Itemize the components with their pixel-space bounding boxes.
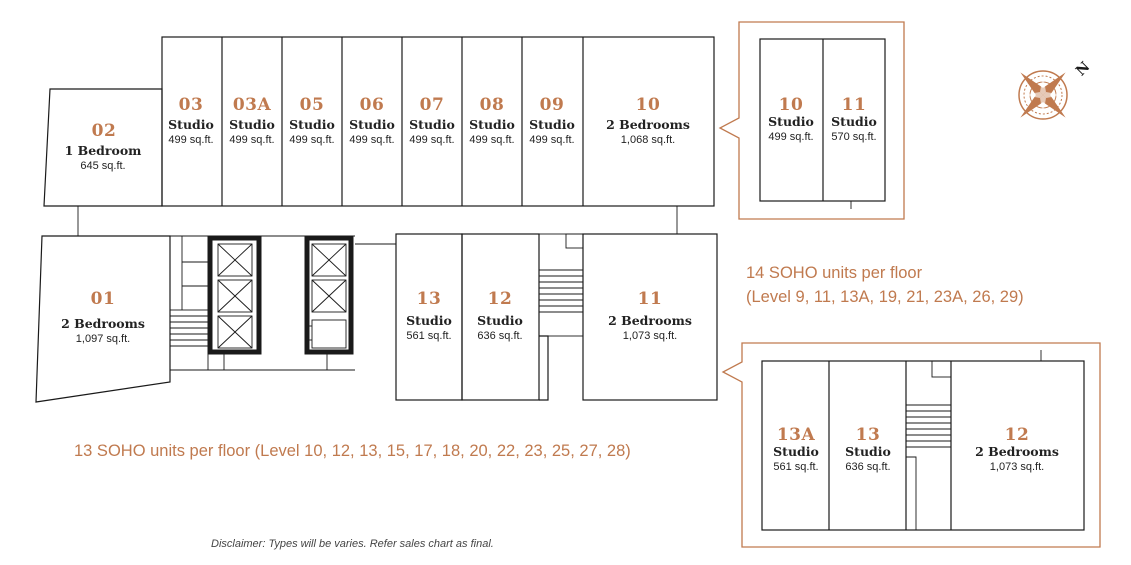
unit-area: 570 sq.ft. <box>831 131 876 143</box>
unit-area: 636 sq.ft. <box>845 461 890 473</box>
unit-type: Studio <box>168 117 214 132</box>
core-area <box>169 235 396 371</box>
unit-number: 13A <box>777 425 816 445</box>
unit-area: 499 sq.ft. <box>768 131 813 143</box>
unit-type: Studio <box>529 117 575 132</box>
unit-number: 05 <box>300 95 325 115</box>
unit-number: 13 <box>417 289 442 309</box>
top-units-outline <box>161 36 715 207</box>
unit-area: 499 sq.ft. <box>529 134 574 146</box>
unit-area: 499 sq.ft. <box>469 134 514 146</box>
unit-type: 1 Bedroom <box>65 143 142 158</box>
unit-type: Studio <box>773 444 819 459</box>
unit-number: 08 <box>480 95 505 115</box>
unit-area: 636 sq.ft. <box>477 330 522 342</box>
unit-type: 2 Bedrooms <box>608 313 692 328</box>
unit-area: 561 sq.ft. <box>406 330 451 342</box>
inset-top-unit-10: 10 Studio 499 sq.ft. <box>768 95 814 143</box>
inset-bottom-callout <box>721 342 1101 548</box>
unit-area: 499 sq.ft. <box>409 134 454 146</box>
disclaimer: Disclaimer: Types will be varies. Refer … <box>211 538 494 550</box>
unit-label-03: 03 Studio 499 sq.ft. <box>168 95 214 146</box>
unit-area: 499 sq.ft. <box>168 134 213 146</box>
unit-label-06: 06 Studio 499 sq.ft. <box>349 95 395 146</box>
unit-type: 2 Bedrooms <box>61 316 145 331</box>
unit-number: 12 <box>488 289 513 309</box>
unit-type: Studio <box>469 117 515 132</box>
caption-13-soho-units: 13 SOHO units per floor (Level 10, 12, 1… <box>74 442 631 460</box>
unit-area: 499 sq.ft. <box>229 134 274 146</box>
lift-shaft-right <box>304 235 354 355</box>
unit-number: 02 <box>92 121 117 141</box>
unit-label-09: 09 Studio 499 sq.ft. <box>529 95 575 146</box>
unit-type: Studio <box>477 313 523 328</box>
inset-top-unit-11: 11 Studio 570 sq.ft. <box>831 95 877 143</box>
unit-01-outline <box>35 235 171 403</box>
inset-bottom-outline <box>761 360 1085 531</box>
unit-number: 11 <box>842 95 867 115</box>
unit-label-12: 12 Studio 636 sq.ft. <box>477 289 523 342</box>
unit-number: 10 <box>779 95 804 115</box>
unit-label-08: 08 Studio 499 sq.ft. <box>469 95 515 146</box>
unit-area: 1,097 sq.ft. <box>76 333 130 345</box>
unit-area: 499 sq.ft. <box>289 134 334 146</box>
caption-14-soho-levels: (Level 9, 11, 13A, 19, 21, 23A, 26, 29) <box>746 288 1024 306</box>
unit-area: 561 sq.ft. <box>773 461 818 473</box>
unit-type: 2 Bedrooms <box>606 117 690 132</box>
inset-bottom-unit-12: 12 2 Bedrooms 1,073 sq.ft. <box>975 425 1059 473</box>
unit-type: Studio <box>409 117 455 132</box>
unit-number: 01 <box>91 289 116 309</box>
unit-number: 09 <box>540 95 565 115</box>
unit-type: Studio <box>229 117 275 132</box>
top-unit-row <box>43 36 715 207</box>
compass-rose-icon <box>1018 70 1068 120</box>
unit-area: 499 sq.ft. <box>349 134 394 146</box>
unit-label-13: 13 Studio 561 sq.ft. <box>406 289 452 342</box>
unit-type: Studio <box>845 444 891 459</box>
unit-label-03a: 03A Studio 499 sq.ft. <box>229 95 275 146</box>
unit-type: Studio <box>831 114 877 129</box>
unit-area: 1,073 sq.ft. <box>990 461 1044 473</box>
unit-number: 12 <box>1005 425 1030 445</box>
caption-14-soho-units: 14 SOHO units per floor <box>746 264 923 282</box>
unit-number: 03 <box>179 95 204 115</box>
unit-type: Studio <box>406 313 452 328</box>
unit-type: Studio <box>349 117 395 132</box>
stair-right <box>538 233 584 337</box>
inset-top <box>718 21 905 220</box>
bottom-right-units <box>395 233 718 401</box>
unit-label-07: 07 Studio 499 sq.ft. <box>409 95 455 146</box>
unit-area: 645 sq.ft. <box>80 160 125 172</box>
unit-label-01: 01 2 Bedrooms 1,097 sq.ft. <box>61 289 145 345</box>
unit-label-10: 10 2 Bedrooms 1,068 sq.ft. <box>606 95 690 146</box>
unit-label-02: 02 1 Bedroom 645 sq.ft. <box>65 121 142 172</box>
unit-area: 1,068 sq.ft. <box>621 134 675 146</box>
unit-label-11: 11 2 Bedrooms 1,073 sq.ft. <box>608 289 692 342</box>
unit-type: Studio <box>289 117 335 132</box>
unit-number: 06 <box>360 95 385 115</box>
inset-top-callout <box>718 21 905 220</box>
inset-bottom-unit-13a: 13A Studio 561 sq.ft. <box>773 425 819 473</box>
unit-number: 07 <box>420 95 445 115</box>
lift-shaft-left <box>207 235 262 355</box>
unit-label-05: 05 Studio 499 sq.ft. <box>289 95 335 146</box>
inset-bottom <box>721 342 1101 548</box>
unit-area: 1,073 sq.ft. <box>623 330 677 342</box>
unit-number: 10 <box>636 95 661 115</box>
unit-type: Studio <box>768 114 814 129</box>
compass-north-label: N <box>1073 59 1094 80</box>
unit-number: 13 <box>856 425 881 445</box>
unit-type: 2 Bedrooms <box>975 444 1059 459</box>
unit-number: 03A <box>233 95 272 115</box>
unit-number: 11 <box>638 289 663 309</box>
inset-bottom-unit-13: 13 Studio 636 sq.ft. <box>845 425 891 473</box>
